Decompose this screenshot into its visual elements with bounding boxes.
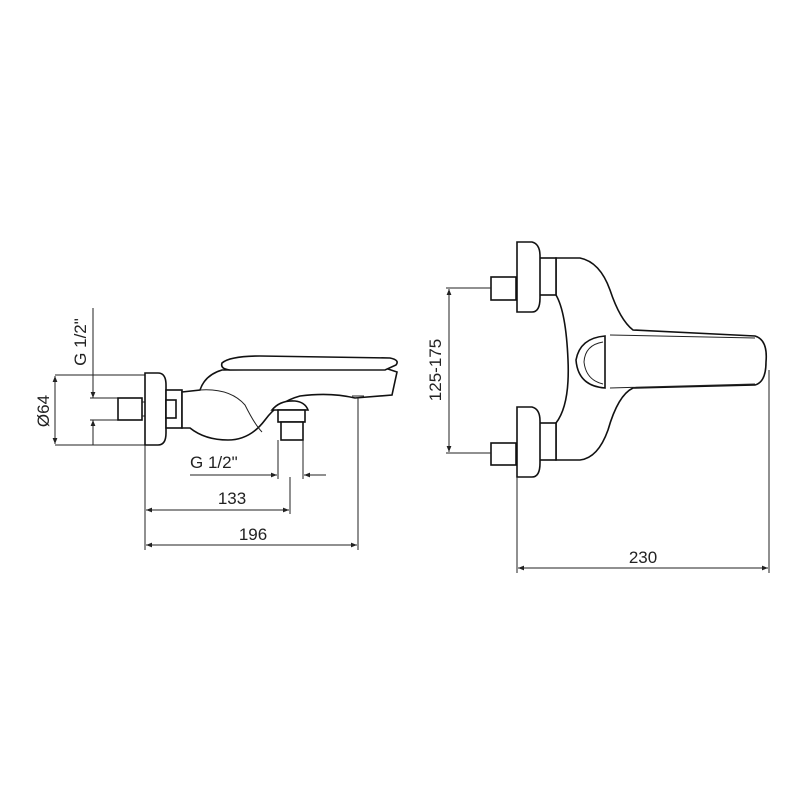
dim-inlet-spacing-label: 125-175 bbox=[426, 339, 445, 401]
dim-diameter-label: Ø64 bbox=[34, 395, 53, 427]
faucet-top-body bbox=[490, 241, 768, 478]
top-view: 125-175 230 bbox=[426, 241, 770, 573]
dim-wall-thread-label: G 1/2" bbox=[71, 318, 90, 366]
dimension-total-length: 230 bbox=[516, 370, 770, 573]
dim-total-length-label: 230 bbox=[629, 548, 657, 567]
dimension-outlet-offset: 133 bbox=[146, 477, 291, 514]
dimension-diameter: Ø64 bbox=[34, 374, 148, 446]
dimension-wall-thread: G 1/2" bbox=[71, 308, 118, 445]
dim-outlet-offset-label: 133 bbox=[218, 489, 246, 508]
dim-total-depth-label: 196 bbox=[239, 525, 267, 544]
dim-outlet-thread-label: G 1/2" bbox=[190, 453, 238, 472]
dimension-total-depth: 196 bbox=[144, 397, 359, 550]
side-view: Ø64 G 1/2" bbox=[34, 308, 398, 550]
faucet-side-body bbox=[117, 355, 398, 446]
dimension-inlet-spacing: 125-175 bbox=[426, 287, 491, 454]
dimension-outlet-thread: G 1/2" bbox=[190, 440, 326, 479]
